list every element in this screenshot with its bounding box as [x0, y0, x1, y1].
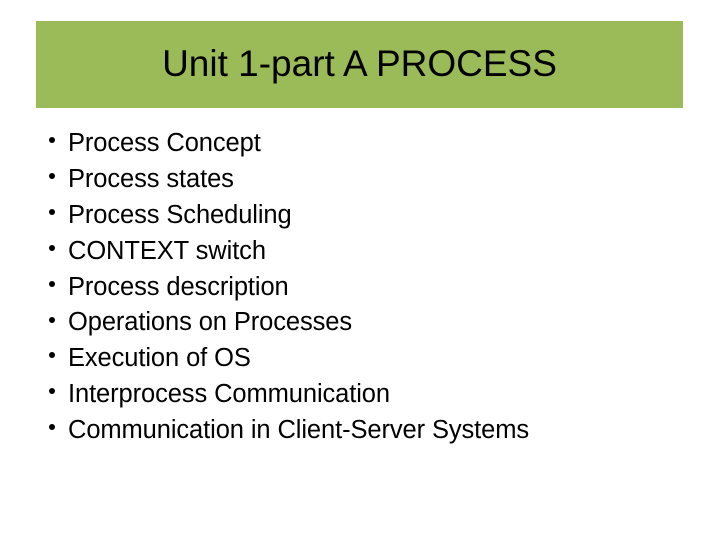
list-item-label: Operations on Processes [68, 308, 353, 337]
list-item-label: Execution of OS [68, 344, 251, 373]
list-item: Process Concept [36, 125, 696, 161]
list-item-label: Process Scheduling [68, 200, 292, 229]
list-item: CONTEXT switch [36, 233, 696, 269]
title-banner: Unit 1-part A PROCESS [36, 21, 683, 108]
bullet-point-icon [36, 233, 68, 269]
list-item-label: Process Concept [68, 129, 261, 157]
list-item: Execution of OS [36, 340, 696, 376]
list-item-label: CONTEXT switch [68, 236, 266, 265]
list-item: Process states [36, 161, 696, 197]
bullet-list: Process Concept Process states Process S… [36, 125, 696, 448]
bullet-point-icon [36, 304, 68, 340]
bullet-point-icon [36, 340, 68, 376]
list-item: Process description [36, 269, 696, 305]
bullet-point-icon [36, 161, 68, 197]
bullet-point-icon [36, 197, 68, 233]
bullet-point-icon [36, 269, 68, 305]
list-item: Operations on Processes [36, 304, 696, 340]
bullet-point-icon [36, 412, 68, 448]
list-item: Interprocess Communication [36, 376, 696, 412]
slide-title: Unit 1-part A PROCESS [162, 42, 557, 84]
list-item: Process Scheduling [36, 197, 696, 233]
list-item-label: Interprocess Communication [68, 380, 390, 409]
list-item-label: Process states [68, 164, 234, 193]
list-item-label: Process description [68, 272, 289, 301]
list-item: Communication in Client-Server Systems [36, 412, 696, 448]
bullet-point-icon [36, 376, 68, 412]
list-item-label: Communication in Client-Server Systems [68, 416, 530, 445]
bullet-point-icon [36, 125, 68, 161]
